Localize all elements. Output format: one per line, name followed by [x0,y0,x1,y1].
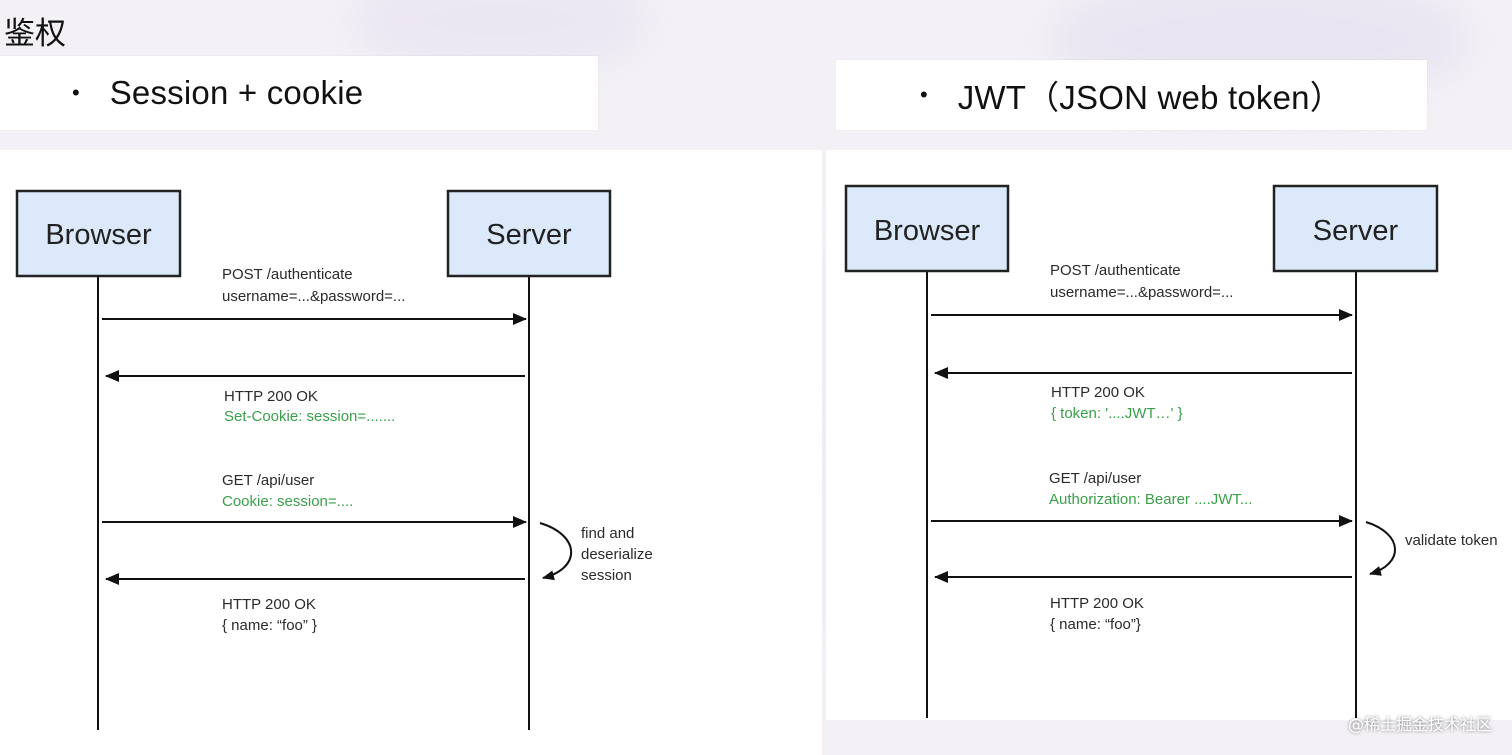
message-1-line-1: POST /authenticate [222,266,353,283]
session-cookie-diagram: Browser Server POST /authenticate userna… [0,150,822,755]
left-heading: Session + cookie [109,74,364,111]
message-3-line-2: Authorization: Bearer ....JWT... [1049,491,1252,508]
note-line-1: find and [581,525,634,542]
message-1-line-2: username=...&password=... [1050,284,1233,301]
slide-title: 鉴权 [4,16,66,52]
bullet-icon: • [72,80,80,105]
right-heading: JWT（JSON web token） [957,79,1343,116]
message-1-line-1: POST /authenticate [1050,262,1181,279]
right-heading-banner: • JWT（JSON web token） [836,60,1427,130]
message-2-line-2: Set-Cookie: session=....... [224,408,395,425]
message-3-line-1: GET /api/user [1049,470,1141,487]
self-process-arrow [539,522,573,581]
note-line-2: deserialize [581,546,653,563]
bullet-icon: • [920,82,928,107]
server-box: Server [1272,184,1439,273]
note-line-3: session [581,567,632,584]
server-box: Server [446,189,612,278]
self-process-arrow [1365,521,1396,576]
message-2-line-1: HTTP 200 OK [1051,384,1145,401]
watermark: @稀土掘金技术社区 [1347,715,1492,734]
message-3-line-1: GET /api/user [222,472,314,489]
message-4-line-1: HTTP 200 OK [222,596,316,613]
left-heading-banner: • Session + cookie [0,56,598,130]
message-3-line-2: Cookie: session=.... [222,493,353,510]
browser-box: Browser [15,189,182,278]
message-2-line-2: { token: '....JWT…' } [1051,405,1183,422]
server-label: Server [486,219,572,251]
browser-label: Browser [45,219,152,251]
message-1-line-2: username=...&password=... [222,288,405,305]
browser-box: Browser [844,184,1010,273]
message-4-line-2: { name: “foo” } [222,617,317,634]
jwt-diagram: Browser Server POST /authenticate userna… [826,150,1512,720]
note-line-1: validate token [1405,532,1498,549]
browser-label: Browser [874,215,981,247]
message-4-line-1: HTTP 200 OK [1050,595,1144,612]
message-4-line-2: { name: “foo”} [1050,616,1141,633]
server-label: Server [1313,215,1399,247]
message-2-line-1: HTTP 200 OK [224,388,318,405]
